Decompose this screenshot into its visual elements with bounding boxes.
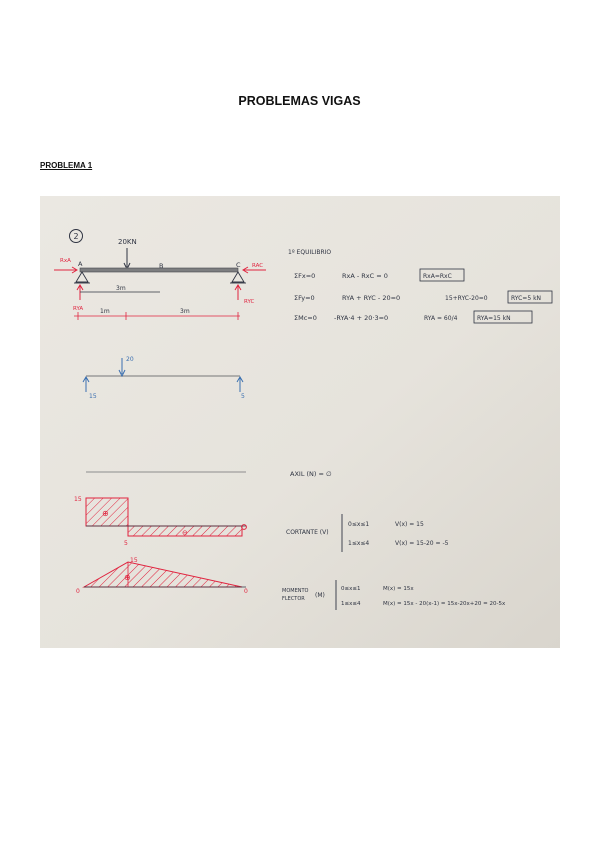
moment-case2-range: 1≤x≤4 <box>341 601 361 607</box>
shear-left-value: 15 <box>74 496 82 503</box>
eq3-expression: -RYA·4 + 20·3=0 <box>334 314 388 322</box>
page-title: PROBLEMAS VIGAS <box>238 94 361 108</box>
dimension-ac-label: 3m <box>116 285 126 292</box>
shear-case1-expression: V(x) = 15 <box>395 521 424 528</box>
eq3-result: RYA=15 kN <box>477 315 511 322</box>
shear-case2-expression: V(x) = 15-20 = -5 <box>395 540 449 547</box>
shear-plus-sign: ⊕ <box>102 509 109 518</box>
moment-case2-expression: M(x) = 15x - 20(x-1) = 15x-20x+20 = 20-5… <box>383 601 506 607</box>
dimension-2-label: 3m <box>180 308 190 315</box>
fbd-load-arrow-icon <box>118 369 126 378</box>
fbd-load-value: 20 <box>126 356 134 363</box>
beam-bar <box>79 267 239 273</box>
shear-case2-range: 1≤x≤4 <box>348 540 369 547</box>
eq2-result-box <box>507 290 553 304</box>
point-b-label: B <box>159 262 163 270</box>
eq3-result-box <box>473 310 533 324</box>
pin-support-a-icon <box>75 271 89 283</box>
handwritten-notes-photo: 2 20KN A B C RxA RAC RYA <box>40 196 560 648</box>
eq1-result-box <box>419 268 465 282</box>
problem-number: 2 <box>73 232 78 241</box>
shear-right-value: 5 <box>124 540 128 547</box>
fbd-right-reaction-arrow-icon <box>236 376 244 383</box>
eq2-result: RYC=5 kN <box>511 295 541 302</box>
load-label: 20KN <box>118 238 137 246</box>
shear-case1-range: 0≤x≤1 <box>348 521 369 528</box>
moment-right-value: 0 <box>244 588 248 595</box>
dimension-1-label: 1m <box>100 308 110 315</box>
reaction-ac-arrow-icon <box>242 266 249 274</box>
reaction-ac-label: RAC <box>252 263 263 269</box>
section-heading: PROBLEMA 1 <box>40 161 93 170</box>
moment-case1-expression: M(x) = 15x <box>383 586 414 592</box>
fbd-left-reaction-arrow-icon <box>82 376 90 383</box>
fbd-left-reaction-value: 15 <box>89 393 97 400</box>
eq1-expression: RxA - RxC = 0 <box>342 272 388 280</box>
axial-section: AXIL (N) = ∅ <box>86 470 332 478</box>
moment-max-value: 15 <box>130 557 138 564</box>
reaction-xa-label: RxA <box>60 258 71 264</box>
reaction-xa-arrow-icon <box>71 266 78 274</box>
reaction-ya-arrow-icon <box>76 284 84 291</box>
shear-minus-sign: ⊖ <box>182 529 188 537</box>
moment-diagram: 15 0 0 ⊕ MOMENTO FLECTOR (M) 0≤x≤1 M(x) … <box>76 557 506 610</box>
moment-label-line1: MOMENTO <box>282 588 309 594</box>
equilibrium-heading: 1º EQUILIBRIO <box>288 249 331 256</box>
reaction-ya-label: RYA <box>73 306 83 312</box>
fbd-right-reaction-value: 5 <box>241 393 245 400</box>
reaction-yc-arrow-icon <box>234 284 242 291</box>
eq2-expression: RYA + RYC - 20=0 <box>342 294 400 302</box>
eq1-result: RxA=RxC <box>423 273 452 280</box>
moment-label-line2: FLECTOR <box>282 596 305 602</box>
shear-label: CORTANTE (V) <box>286 529 329 536</box>
support-c-label: C <box>236 261 241 269</box>
beam-diagram: 20KN A B C RxA RAC RYA RYC 3m <box>54 238 266 320</box>
moment-label-symbol: (M) <box>315 592 325 599</box>
eq2-label: ΣFy=0 <box>294 294 315 302</box>
eq3-substitution: RYA = 60/4 <box>424 315 458 322</box>
eq1-label: ΣFx=0 <box>294 272 315 280</box>
free-body-diagram: 20 15 5 <box>82 356 245 400</box>
moment-plus-sign: ⊕ <box>124 573 131 582</box>
axial-label: AXIL (N) = ∅ <box>290 470 332 478</box>
support-a-label: A <box>78 260 83 268</box>
shear-diagram: 15 5 ⊕ ⊖ CORTANTE (V) 0≤x≤1 V(x) = 15 1≤… <box>74 496 449 552</box>
eq2-substitution: 15+RYC-20=0 <box>445 295 488 302</box>
problem-number-badge: 2 <box>69 229 83 243</box>
equilibrium-section: 1º EQUILIBRIO ΣFx=0 RxA - RxC = 0 RxA=Rx… <box>288 249 553 324</box>
pin-support-c-icon <box>231 271 245 283</box>
moment-left-value: 0 <box>76 588 80 595</box>
reaction-yc-label: RYC <box>244 299 255 305</box>
eq3-label: ΣMc=0 <box>294 314 317 322</box>
moment-case1-range: 0≤x≤1 <box>341 586 360 592</box>
